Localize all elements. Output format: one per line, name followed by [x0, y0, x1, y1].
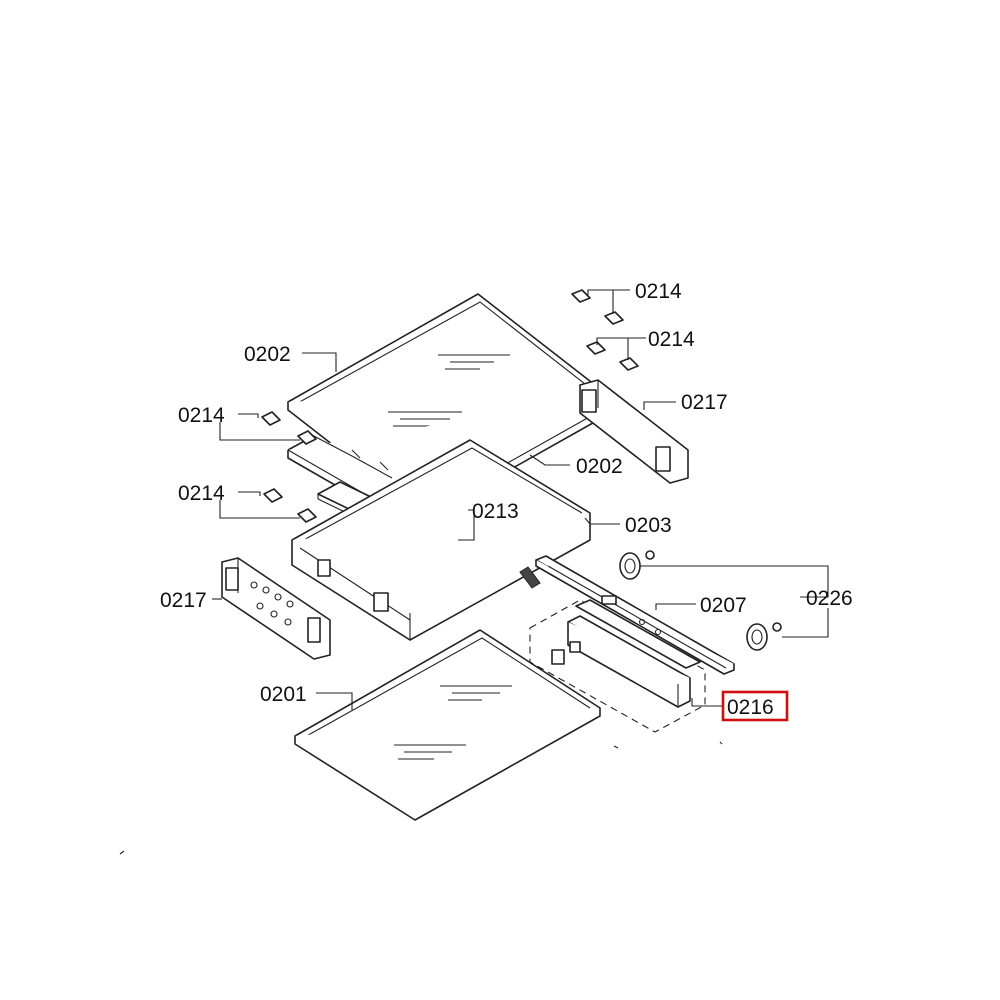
- callout-rail: 0207: [700, 594, 747, 617]
- callout-left-panel: 0217: [160, 589, 207, 612]
- callout-rail-assembly: 0216: [727, 696, 774, 719]
- callout-upper-shelf: 0202: [244, 343, 291, 366]
- bottom-frame: [291, 439, 591, 641]
- roller-lower: [746, 622, 782, 651]
- callout-left-clip-1: 0214: [178, 404, 225, 427]
- clip-left-1: [261, 411, 317, 445]
- clip-left-2: [263, 488, 317, 523]
- callout-base-shelf: 0201: [260, 683, 307, 706]
- clip-top-3: [586, 341, 606, 355]
- callout-right-panel: 0217: [681, 391, 728, 414]
- callout-middle-shelf: 0202: [576, 455, 623, 478]
- rail-assembly: [529, 599, 706, 733]
- callout-top-clip-2: 0214: [648, 328, 695, 351]
- clip-top-1: [571, 289, 591, 303]
- callout-divider: 0213: [472, 500, 519, 523]
- leader-lines: [212, 289, 829, 749]
- highlight-box: [721, 690, 789, 722]
- rail: [519, 555, 735, 675]
- left-side-panel: [221, 557, 331, 660]
- clip-top-4: [619, 357, 639, 371]
- roller-upper: [619, 550, 655, 580]
- callout-rollers: 0226: [806, 587, 853, 610]
- right-side-panel: [579, 379, 689, 484]
- callout-left-clip-2: 0214: [178, 482, 225, 505]
- stray-mark: [119, 850, 125, 855]
- callout-bottom-frame: 0203: [625, 514, 672, 537]
- callout-top-clip-1: 0214: [635, 280, 682, 303]
- clip-top-2: [604, 311, 624, 325]
- base-shelf: [294, 629, 601, 821]
